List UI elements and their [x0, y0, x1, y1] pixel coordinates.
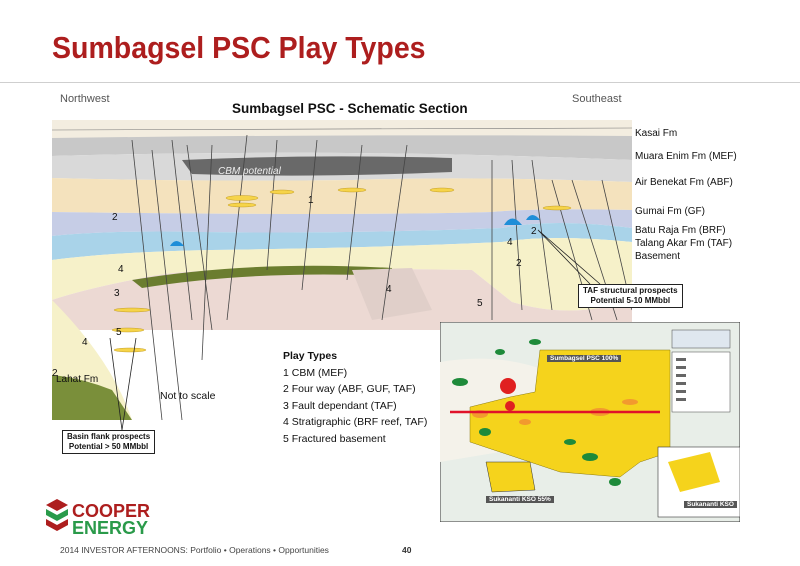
map-label-sukananti-se: Sukananti KSO	[684, 501, 737, 508]
formation-label: Basement	[635, 251, 681, 262]
play-marker: 4	[507, 237, 513, 248]
play-marker: 2	[516, 258, 522, 269]
slide-title: Sumbagsel PSC Play Types	[52, 30, 426, 65]
play-marker: 3	[114, 288, 120, 299]
callout-line: TAF structural prospects	[583, 286, 678, 295]
callout-line: Potential > 50 MMbbl	[68, 442, 149, 451]
play-type-item: 2 Four way (ABF, GUF, TAF)	[283, 383, 416, 395]
formation-label: Air Benekat Fm (ABF)	[635, 177, 733, 188]
direction-southeast: Southeast	[572, 93, 622, 105]
play-types-heading: Play Types	[283, 350, 338, 362]
callout-line: Potential 5-10 MMbbl	[590, 296, 671, 305]
section-title: Sumbagsel PSC - Schematic Section	[232, 101, 468, 116]
map-label-sumbagsel: Sumbagsel PSC 100%	[547, 355, 622, 362]
play-marker: 4	[118, 264, 124, 275]
page-number: 40	[402, 545, 412, 555]
title-divider	[0, 82, 800, 83]
scale-note: Not to scale	[160, 390, 216, 402]
play-types-legend: Play Types 1 CBM (MEF) 2 Four way (ABF, …	[283, 348, 427, 447]
play-type-item: 1 CBM (MEF)	[283, 366, 348, 379]
basin-flank-callout: Basin flank prospects Potential > 50 MMb…	[62, 430, 156, 454]
play-marker: 5	[477, 298, 483, 309]
direction-northwest: Northwest	[60, 93, 110, 105]
play-marker: 2	[531, 226, 537, 237]
play-marker: 4	[82, 337, 88, 348]
play-marker: 4	[386, 284, 392, 295]
formation-label: Kasai Fm	[635, 128, 678, 139]
formation-label: Gumai Fm (GF)	[635, 206, 705, 217]
location-map	[440, 322, 740, 522]
formation-label: Batu Raja Fm (BRF)	[635, 225, 726, 236]
map-label-sukananti-sw: Sukananti KSO 55%	[486, 496, 554, 503]
play-marker: 5	[116, 327, 122, 338]
basin-callout-leader	[109, 337, 137, 431]
footer-text: 2014 INVESTOR AFTERNOONS: Portfolio • Op…	[60, 545, 329, 555]
play-type-item: 3 Fault dependant (TAF)	[283, 399, 397, 412]
logo-line-1: COOPER	[72, 501, 151, 521]
taf-callout-leader	[537, 229, 601, 285]
lahat-fm-label: Lahat Fm	[56, 374, 99, 385]
taf-prospects-callout: TAF structural prospects Potential 5-10 …	[578, 284, 683, 308]
play-marker: 2	[52, 368, 58, 379]
callout-line: Basin flank prospects	[67, 432, 151, 441]
play-type-item: 5 Fractured basement	[283, 432, 386, 445]
cbm-potential-label: CBM potential	[218, 166, 281, 177]
formation-label: Talang Akar Fm (TAF)	[635, 238, 733, 249]
cooper-energy-logo-icon	[46, 499, 68, 531]
play-marker: 1	[308, 195, 314, 206]
formation-label: Muara Enim Fm (MEF)	[635, 151, 737, 162]
play-marker: 2	[112, 212, 118, 223]
play-type-item: 4 Stratigraphic (BRF reef, TAF)	[283, 416, 428, 428]
logo-line-2: ENERGY	[72, 518, 149, 538]
